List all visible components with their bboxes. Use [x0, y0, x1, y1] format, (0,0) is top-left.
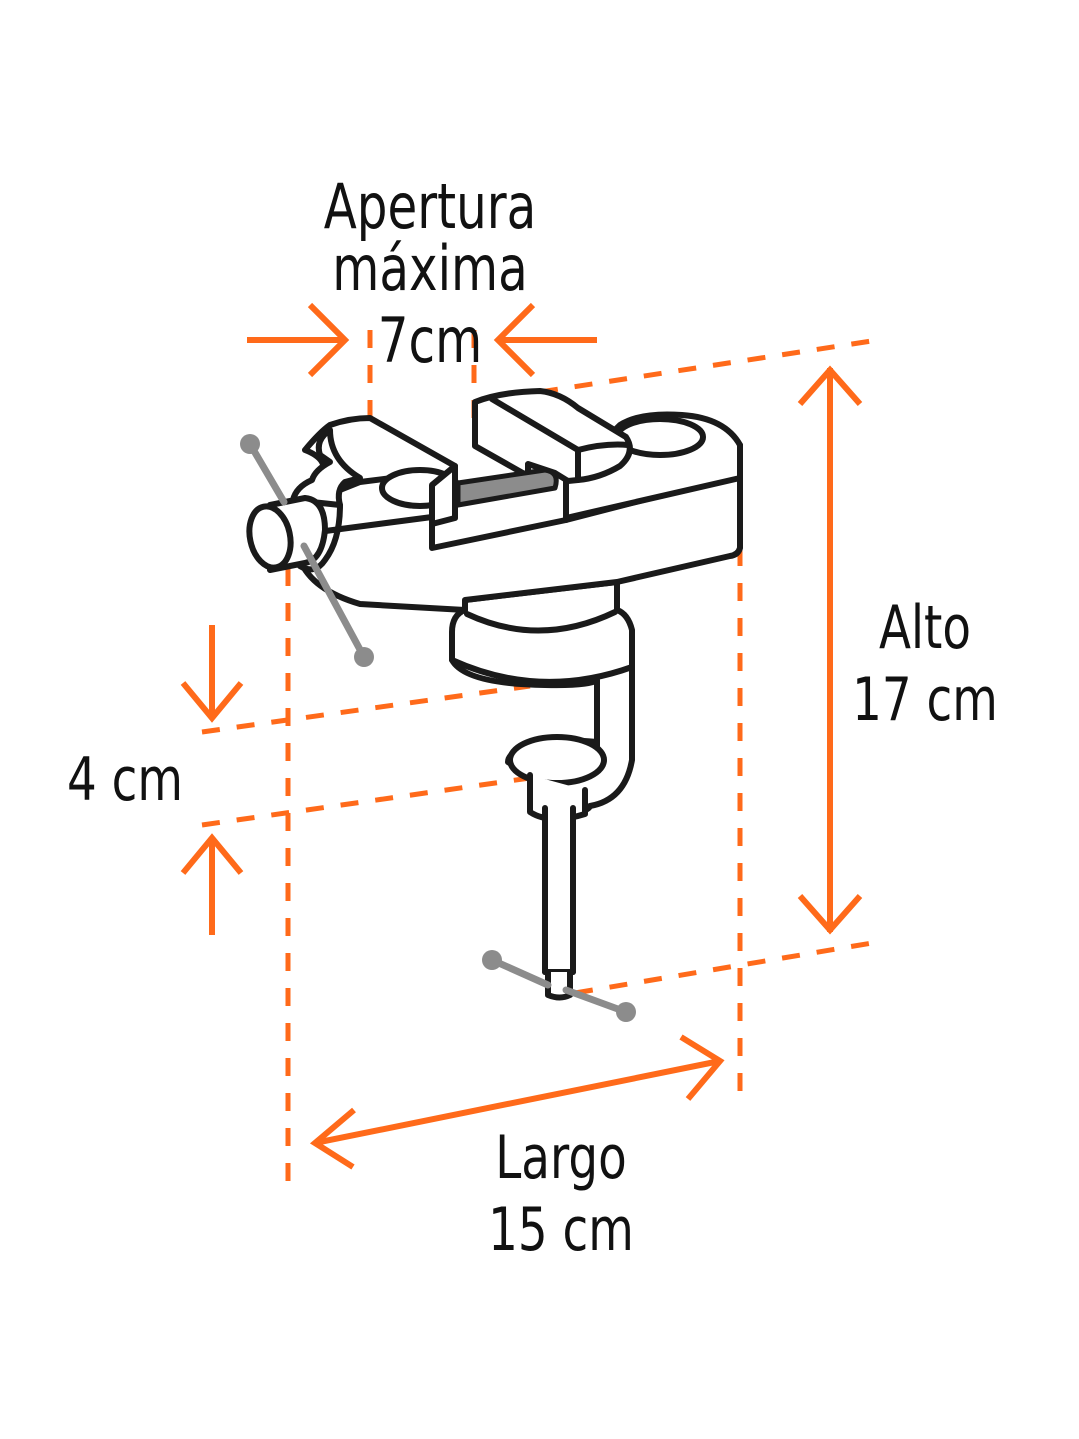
- clamp-handle: [482, 950, 636, 1022]
- clamp-arrows: [180, 625, 244, 935]
- vise-handle: [240, 434, 374, 667]
- opening-value: 7cm: [377, 304, 483, 377]
- handle-knob-icon: [240, 434, 260, 454]
- length-arrow: [309, 1034, 725, 1170]
- height-value: 17 cm: [852, 665, 998, 735]
- length-label: Largo 15 cm: [483, 1128, 639, 1260]
- handle-knob-icon: [354, 647, 374, 667]
- length-title: Largo: [495, 1123, 627, 1193]
- height-arrow: [797, 365, 863, 935]
- clamp-value: 4 cm: [67, 745, 183, 815]
- opening-label: Apertura máxima 7cm: [219, 176, 640, 372]
- height-title: Alto: [878, 593, 971, 663]
- opening-title: Apertura máxima: [323, 170, 537, 305]
- opening-arrows: [247, 302, 597, 378]
- vise-body: [246, 388, 743, 1001]
- height-label: Alto 17 cm: [847, 598, 1003, 730]
- length-value: 15 cm: [488, 1195, 634, 1265]
- clamp-knob-icon: [616, 1002, 636, 1022]
- clamp-label: 4 cm: [59, 750, 192, 810]
- clamp-knob-icon: [482, 950, 502, 970]
